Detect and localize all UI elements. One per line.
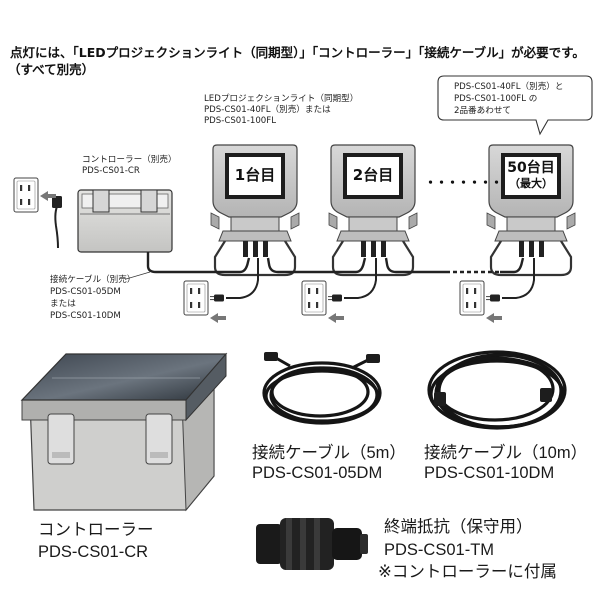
cable-label-2: PDS-CS01-05DM xyxy=(50,287,121,297)
cable-label-3: または xyxy=(50,299,76,309)
ellipsis-dots: ・・・・・・・ xyxy=(424,176,503,191)
controller-name: コントローラー xyxy=(38,521,154,539)
diagram-controller-box xyxy=(77,189,173,253)
light-label-1: LEDプロジェクションライト（同期型） xyxy=(204,94,359,104)
controller-photo xyxy=(20,352,228,512)
light-label-3: PDS-CS01-100FL xyxy=(204,116,276,126)
heading-line-2: （すべて別売） xyxy=(8,62,95,77)
light-label-2: PDS-CS01-40FL（別売）または xyxy=(204,105,331,115)
cable-5m-photo xyxy=(262,352,382,425)
callout-line-2: PDS-CS01-100FL の xyxy=(454,94,538,104)
cable-5m-code: PDS-CS01-05DM xyxy=(252,464,383,482)
cable-5m-name: 接続ケーブル（5m） xyxy=(252,444,406,462)
controller-code: PDS-CS01-CR xyxy=(38,543,149,561)
unit-2-label: 2台目 xyxy=(352,166,394,184)
heading-line-1: 点灯には、「LEDプロジェクションライト（同期型）」「コントローラー」「接続ケー… xyxy=(10,45,585,60)
controller-label-1: コントローラー（別売） xyxy=(82,155,177,165)
cable-10m-code: PDS-CS01-10DM xyxy=(424,464,555,482)
terminator-photo xyxy=(256,518,368,570)
cable-10m-photo xyxy=(427,350,567,430)
callout-line-3: 2品番あわせて xyxy=(454,106,512,116)
cable-label-1: 接続ケーブル（別売） xyxy=(50,275,136,285)
cable-10m-name: 接続ケーブル（10m） xyxy=(424,444,588,462)
callout-line-1: PDS-CS01-40FL（別売）と xyxy=(454,82,564,92)
unit-50-sublabel: （最大） xyxy=(509,177,553,190)
unit-50-label: 50台目 xyxy=(507,160,555,176)
terminator-note: ※コントローラーに付属 xyxy=(378,563,557,581)
controller-label-2: PDS-CS01-CR xyxy=(82,166,140,176)
terminator-code: PDS-CS01-TM xyxy=(384,541,495,559)
cable-label-4: PDS-CS01-10DM xyxy=(50,311,121,321)
unit-1-label: 1台目 xyxy=(234,166,276,184)
terminator-name: 終端抵抗（保守用） xyxy=(384,518,533,536)
